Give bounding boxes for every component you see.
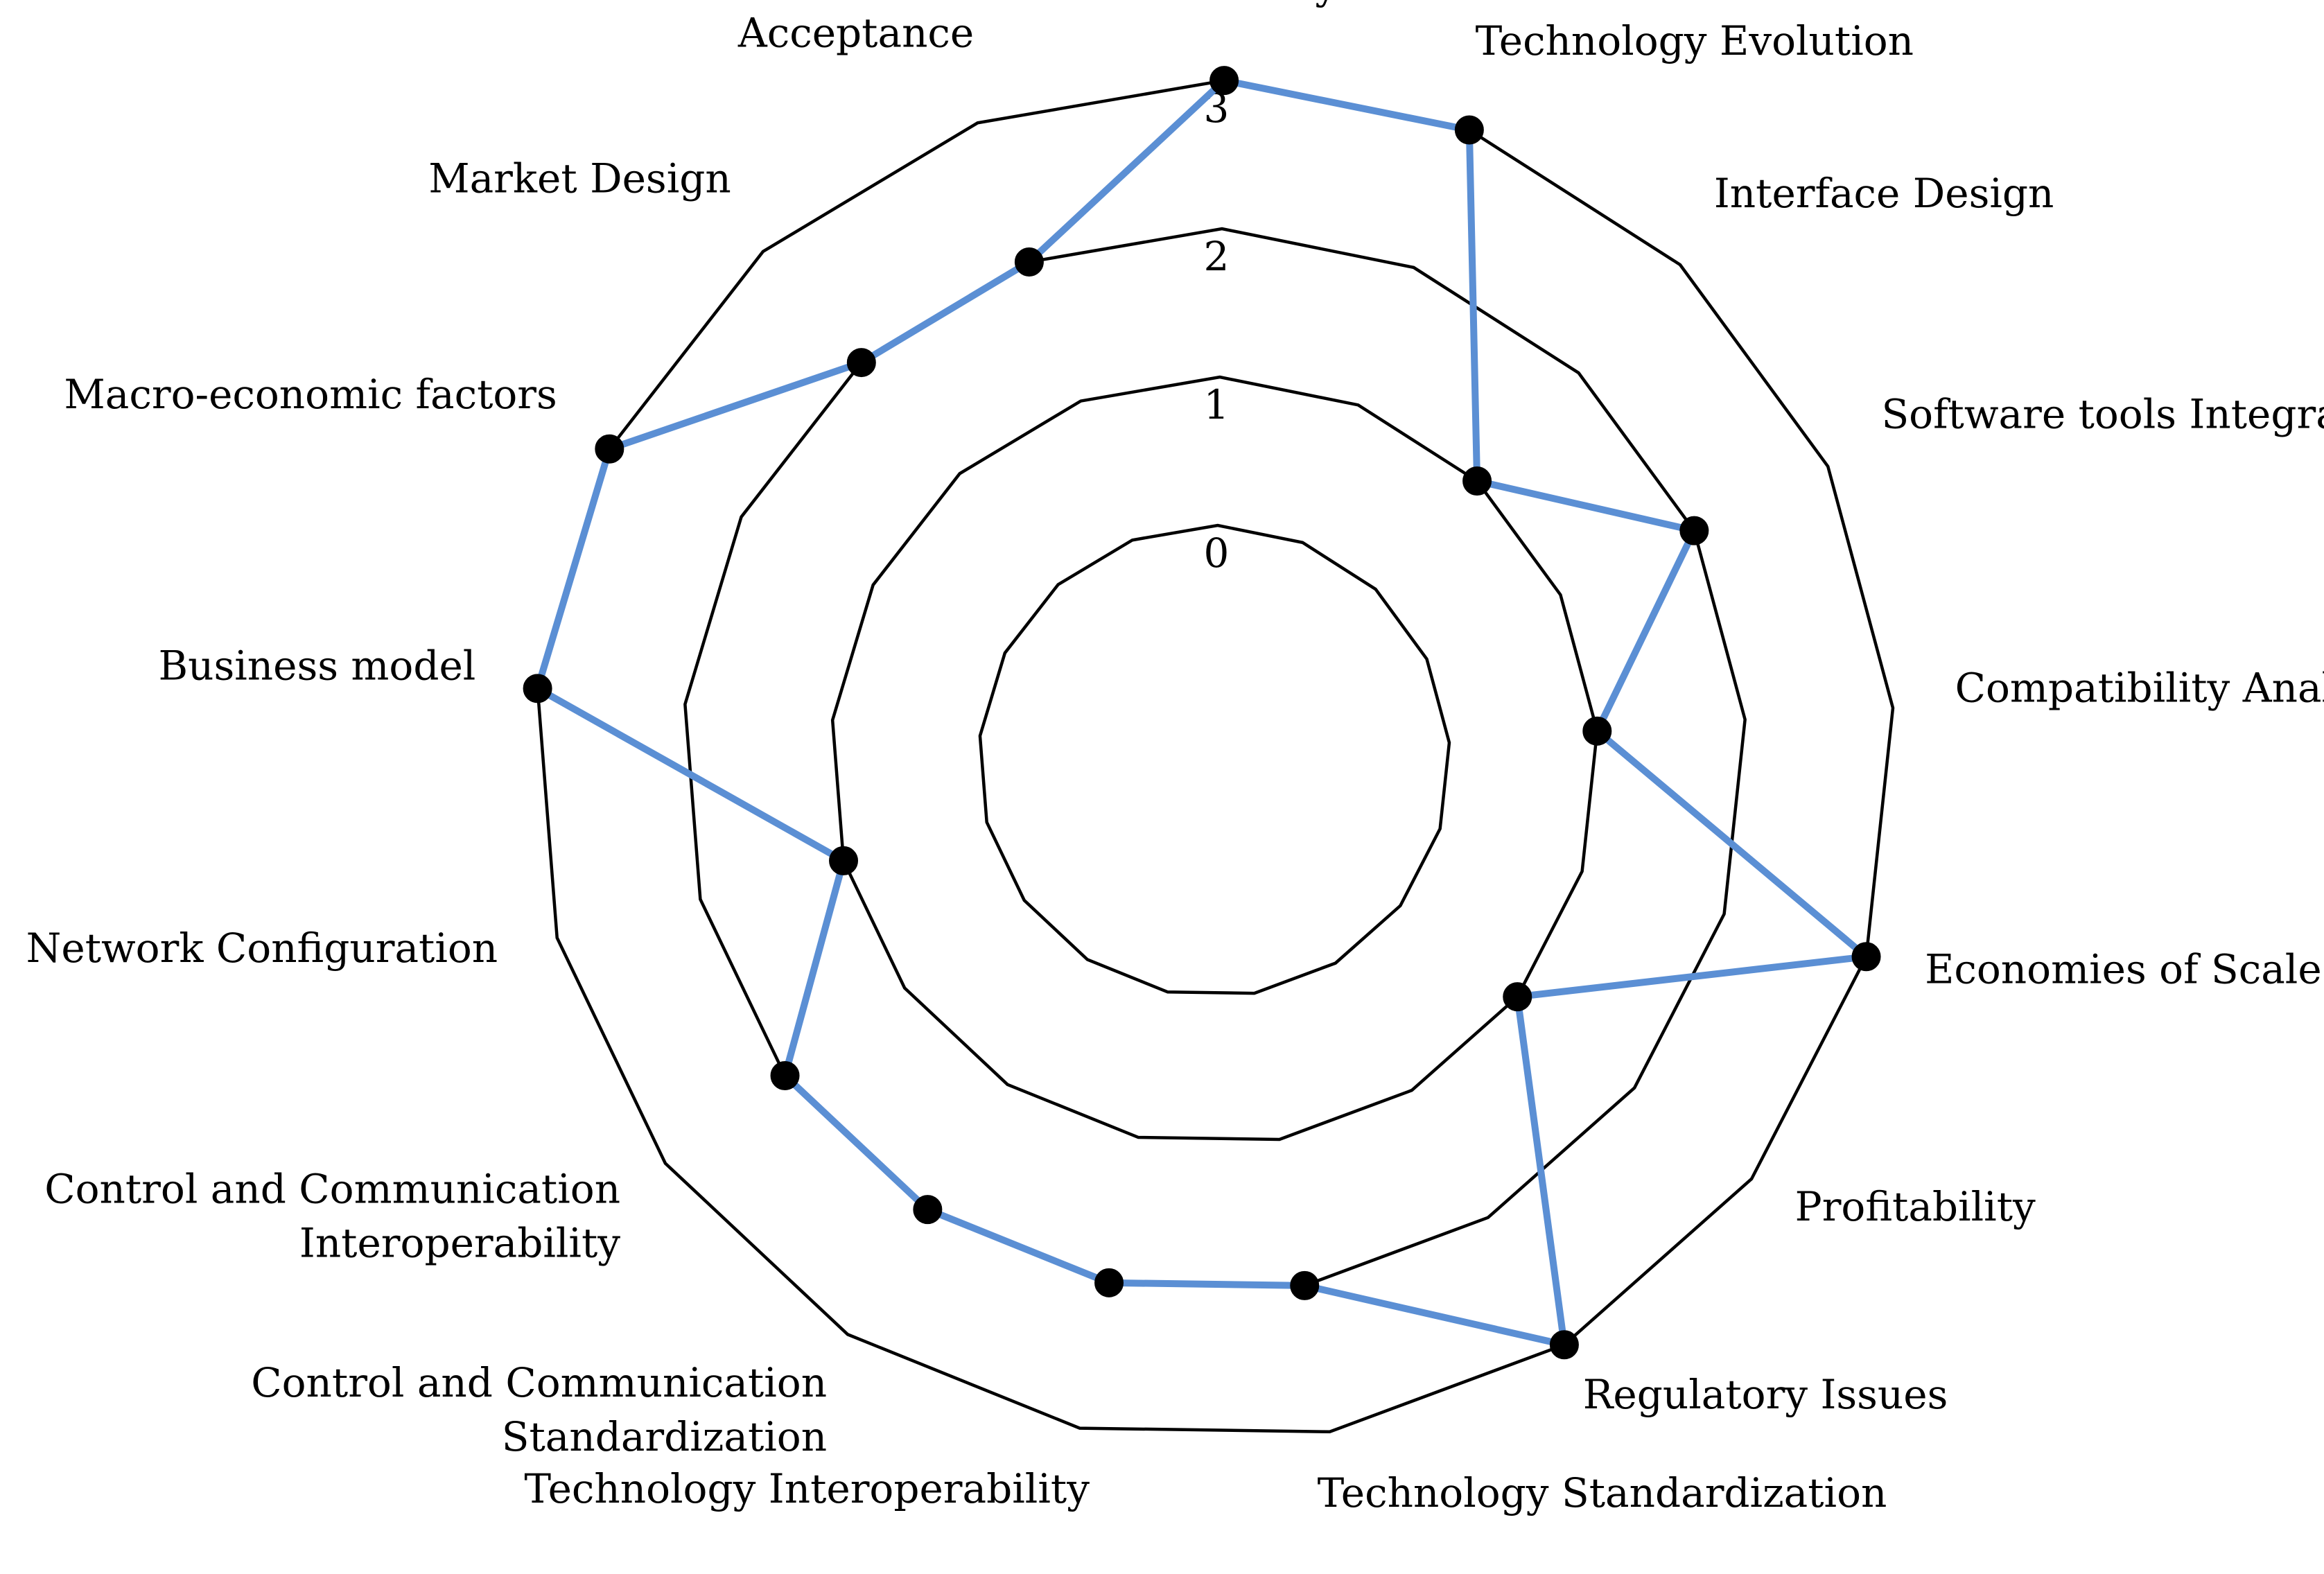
data-point-profitability xyxy=(1503,982,1532,1012)
axis-label-software-tools-integration: Software tools Integration xyxy=(1881,391,2324,438)
axis-label-market-design: Market Design xyxy=(428,155,731,202)
axis-label-line: Acceptance xyxy=(737,9,974,56)
axis-label-network-configuration: Network Configuration xyxy=(26,925,498,972)
data-point-business-model xyxy=(523,674,552,703)
axis-label-compatibility-analysis: Compatibility Analysis xyxy=(1955,664,2324,711)
data-point-technology-evolution xyxy=(1454,115,1484,145)
data-point-modularity xyxy=(1209,66,1239,96)
radial-tick-label-0: 0 xyxy=(1204,530,1230,577)
axis-label-line: Modularity xyxy=(1113,0,1338,8)
axis-label-line: Regulatory Issues xyxy=(1583,1371,1948,1418)
data-point-economies-of-scale xyxy=(1851,942,1881,972)
data-point-technology-standardization xyxy=(1290,1270,1320,1300)
axis-label-macro-economic-factors: Macro-economic factors xyxy=(64,371,557,418)
series-layer xyxy=(523,66,1881,1360)
axis-label-line: Business model xyxy=(158,642,475,689)
axis-label-line: Economies of Scale xyxy=(1925,946,2322,993)
axis-label-line: Interoperability xyxy=(299,1219,620,1266)
axis-label-technology-evolution: Technology Evolution xyxy=(1476,17,1914,64)
data-point-control-and-communication-interoperability xyxy=(770,1060,800,1090)
data-point-compatibility-analysis xyxy=(1582,716,1612,746)
grid-ring-3 xyxy=(536,78,1895,1434)
data-point-software-tools-integration xyxy=(1679,516,1709,545)
series-line-0 xyxy=(534,77,1870,1349)
axis-label-line: Compatibility Analysis xyxy=(1955,664,2324,711)
axis-label-technology-interoperability: Technology Interoperability xyxy=(524,1465,1090,1512)
axis-label-modularity: Modularity xyxy=(1113,0,1338,8)
grid-ring-0 xyxy=(978,523,1451,995)
data-point-interface-design xyxy=(1462,466,1492,496)
data-point-acceptance xyxy=(1014,247,1044,277)
axis-label-line: Technology Interoperability xyxy=(524,1465,1090,1512)
axis-label-line: Macro-economic factors xyxy=(64,371,557,418)
radial-tick-label-2: 2 xyxy=(1204,233,1230,280)
axis-label-line: Control and Communication xyxy=(251,1359,827,1406)
axis-label-technology-standardization: Technology Standardization xyxy=(1318,1469,1887,1516)
axis-label-economies-of-scale: Economies of Scale xyxy=(1925,946,2322,993)
axis-label-line: Standardization xyxy=(502,1413,827,1460)
axis-label-line: Software tools Integration xyxy=(1881,391,2324,438)
axis-label-line: Profitability xyxy=(1795,1183,2036,1230)
grid-ring-1 xyxy=(830,375,1599,1142)
axis-label-line: Network Configuration xyxy=(26,925,498,972)
data-point-network-configuration xyxy=(829,846,859,875)
axis-label-regulatory-issues: Regulatory Issues xyxy=(1583,1371,1948,1418)
data-point-control-and-communication-standardization xyxy=(913,1195,943,1225)
data-point-technology-interoperability xyxy=(1094,1268,1124,1297)
axis-label-line: Market Design xyxy=(428,155,731,202)
axis-label-business-model: Business model xyxy=(158,642,475,689)
axis-label-interface-design: Interface Design xyxy=(1714,170,2054,217)
data-point-macro-economic-factors xyxy=(595,434,624,464)
axis-label-line: Technology Evolution xyxy=(1476,17,1914,64)
axis-label-line: Interface Design xyxy=(1714,170,2054,217)
axis-label-acceptance: Acceptance xyxy=(737,9,974,56)
data-point-regulatory-issues xyxy=(1549,1330,1579,1360)
radial-tick-label-1: 1 xyxy=(1204,381,1230,428)
axis-label-profitability: Profitability xyxy=(1795,1183,2036,1230)
axis-label-line: Technology Standardization xyxy=(1318,1469,1887,1516)
axis-label-line: Control and Communication xyxy=(44,1165,620,1212)
grid-layer xyxy=(536,78,1895,1434)
data-point-market-design xyxy=(846,348,876,378)
